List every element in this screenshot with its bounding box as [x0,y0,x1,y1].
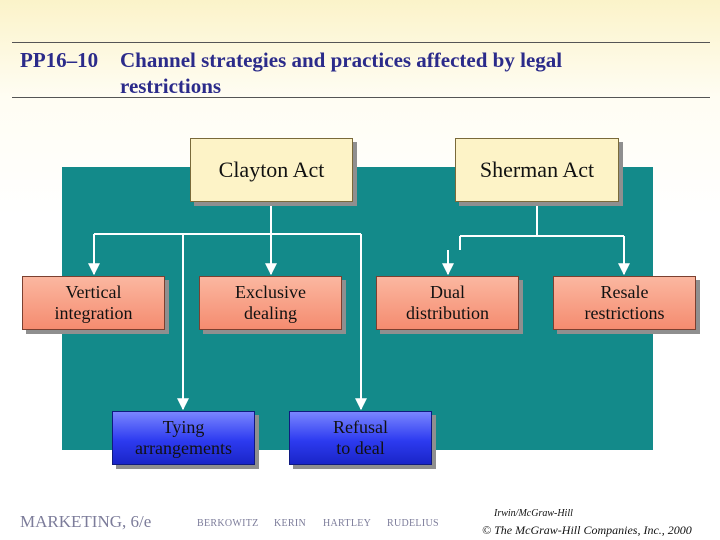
title-bottom-rule [12,97,710,98]
slide-number: PP16–10 [20,48,99,72]
refusal-line-1: Refusal [333,417,388,437]
resale-line-1: Resale [600,282,649,302]
resale-line-2: restrictions [584,303,665,323]
sherman-act-label: Sherman Act [479,157,595,182]
refusal-line-2: to deal [336,438,385,458]
footer-book-title: MARKETING, 6/e [20,512,152,531]
footer-author: KERIN [274,518,307,529]
title-top-rule [12,42,710,43]
vertical-line-2: integration [54,303,133,323]
footer-author: RUDELIUS [387,518,439,529]
exclusive-line-2: dealing [244,303,297,323]
sherman-act-box: Sherman Act [455,138,619,202]
title-line-1: Channel strategies and practices affecte… [120,48,563,72]
title-line-2: restrictions [120,74,222,98]
clayton-act-box: Clayton Act [190,138,353,202]
footer-publisher: Irwin/McGraw-Hill [494,508,573,519]
exclusive-line-1: Exclusive [235,282,306,302]
clayton-act-label: Clayton Act [218,157,325,182]
footer-copyright: © The McGraw-Hill Companies, Inc., 2000 [482,523,692,537]
tying-line-2: arrangements [135,438,232,458]
vertical-line-1: Vertical [65,282,122,302]
footer-author: BERKOWITZ [197,518,259,529]
footer-author: HARTLEY [323,518,372,529]
dual-line-2: distribution [405,303,489,323]
tying-line-1: Tying [162,417,205,437]
dual-line-1: Dual [429,282,465,302]
slide-title: PP16–10 Channel strategies and practices … [20,47,680,99]
